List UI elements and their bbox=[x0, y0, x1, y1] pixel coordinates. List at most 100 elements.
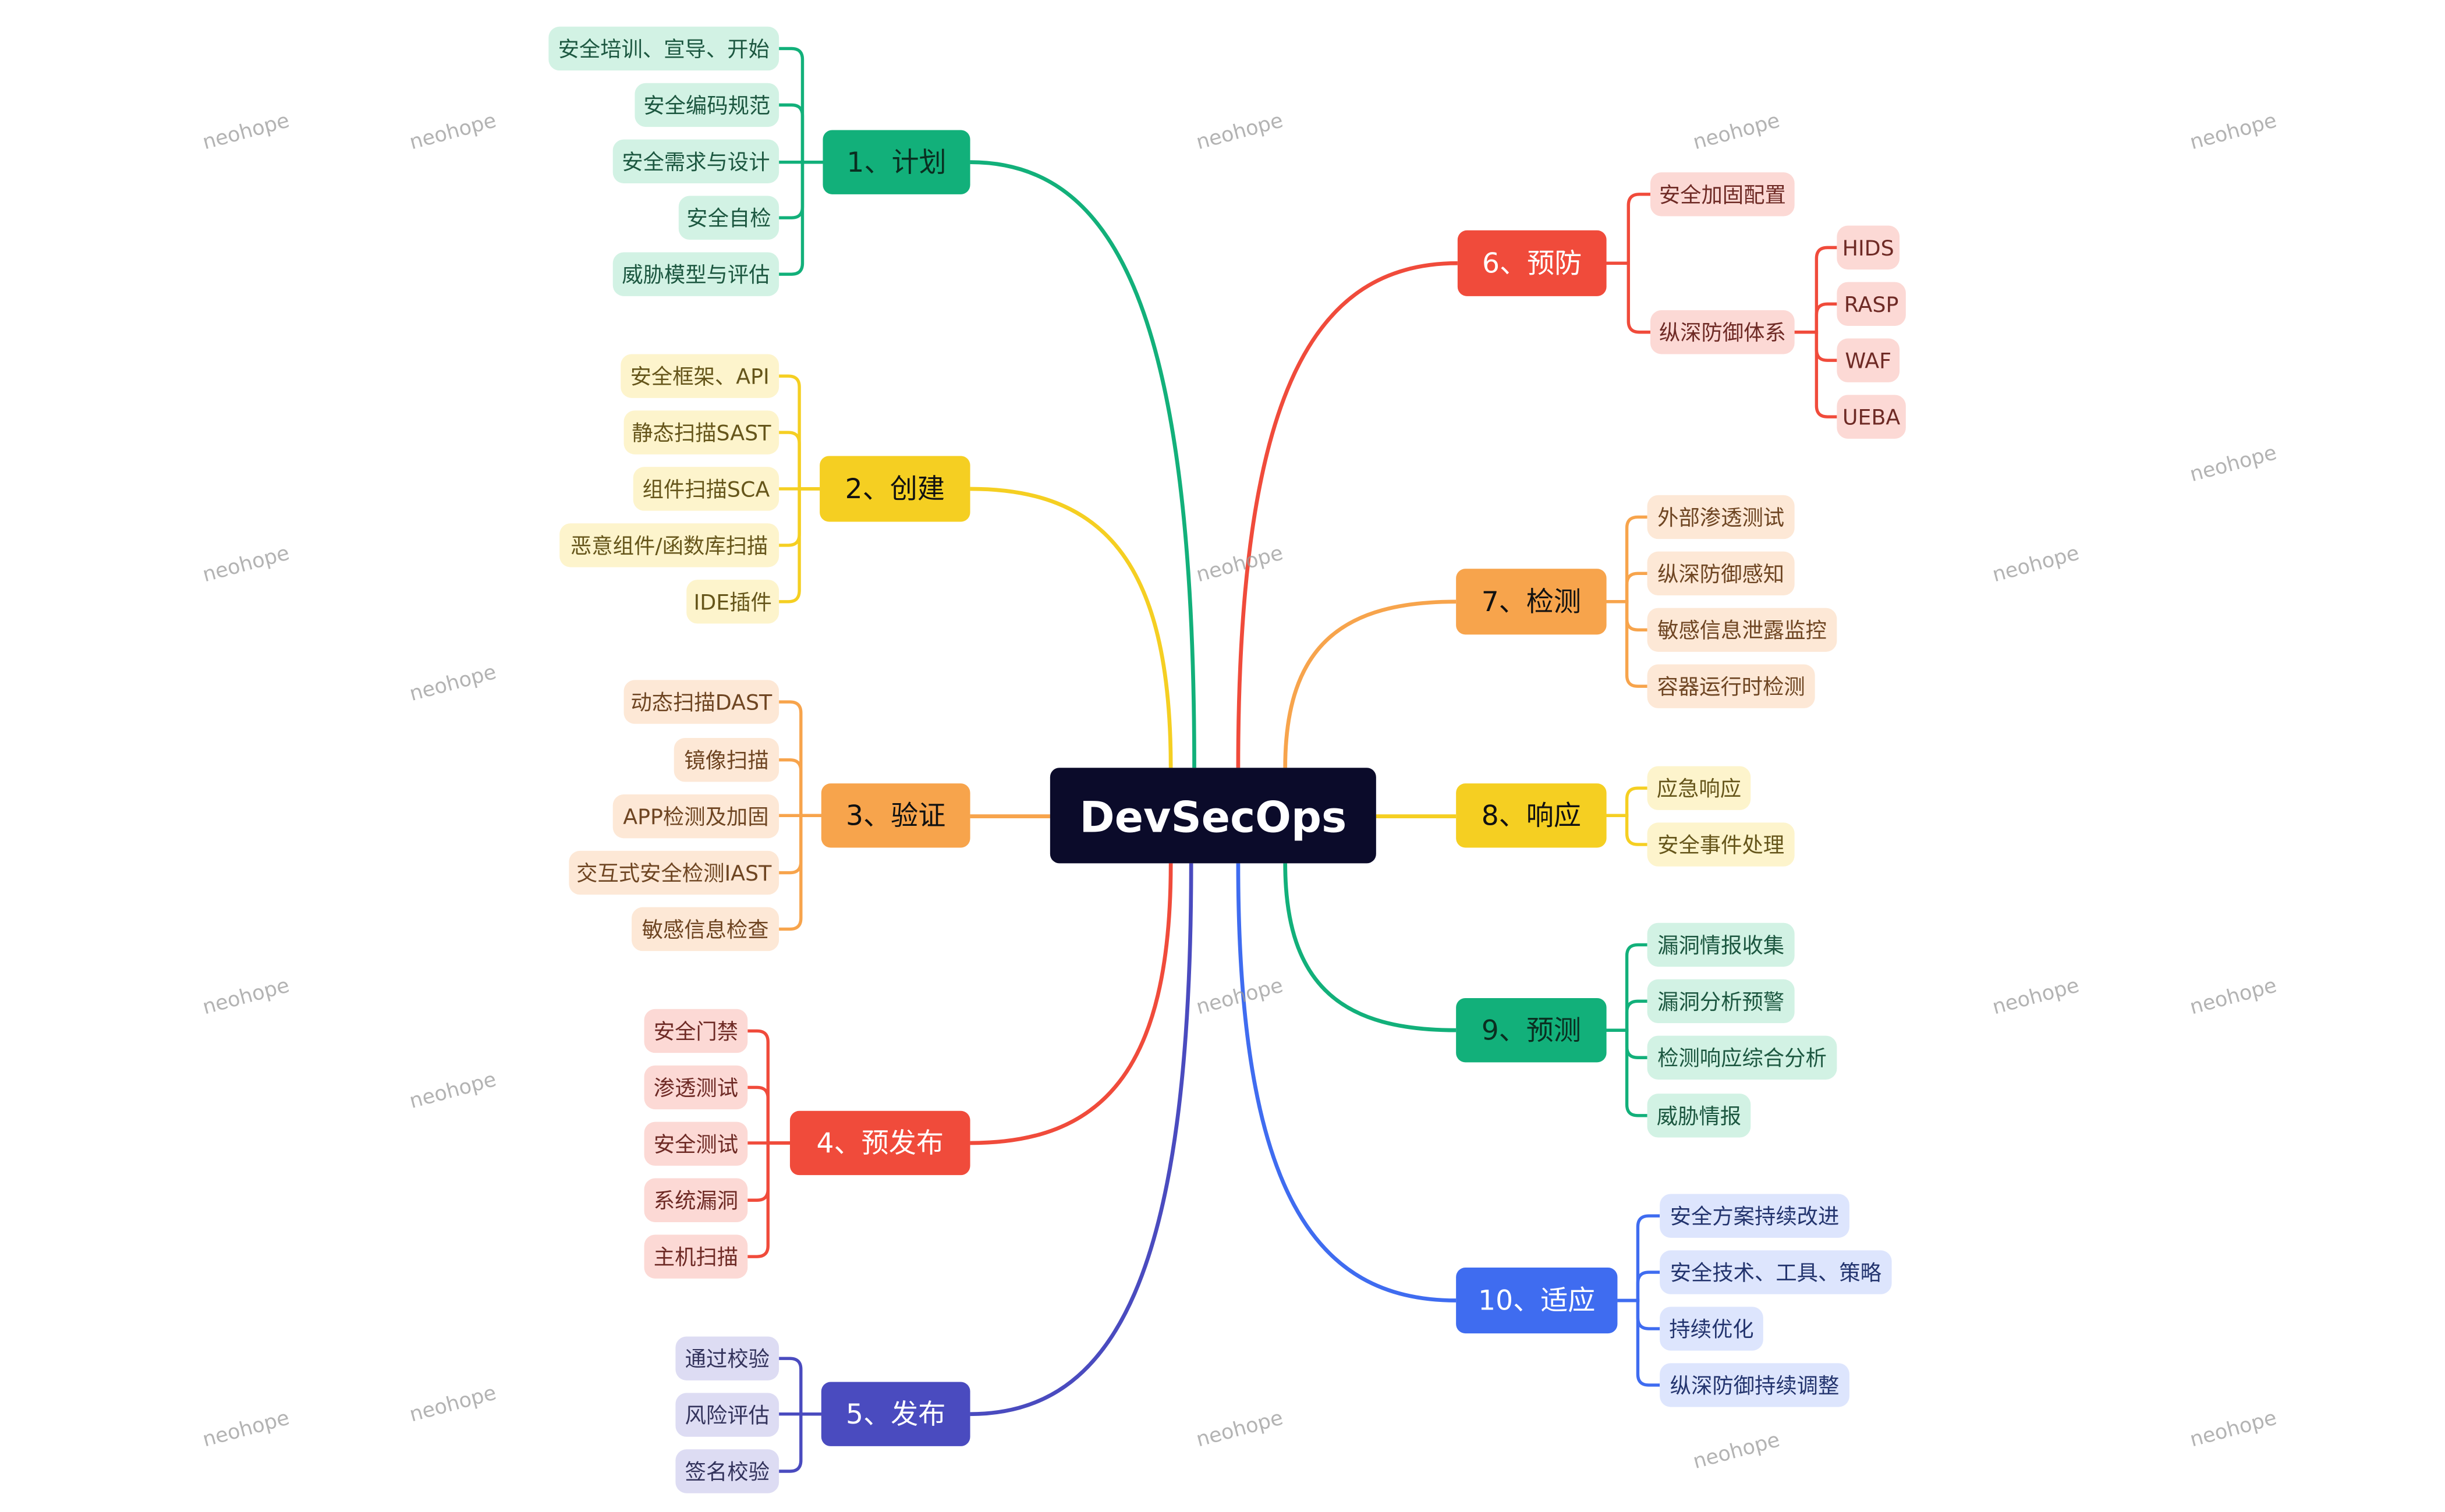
child-node[interactable]: APP检测及加固 bbox=[612, 794, 779, 839]
branch-node-7[interactable]: 7、检测 bbox=[1456, 569, 1607, 635]
node-label: 持续优化 bbox=[1669, 1316, 1753, 1341]
branch-node-5[interactable]: 5、发布 bbox=[821, 1382, 970, 1446]
node-background bbox=[1647, 495, 1795, 540]
child-node[interactable]: 漏洞分析预警 bbox=[1647, 979, 1795, 1024]
node-background bbox=[612, 139, 779, 183]
child-node[interactable]: 安全技术、工具、策略 bbox=[1660, 1250, 1892, 1294]
node-label: 主机扫描 bbox=[654, 1245, 738, 1270]
child-node[interactable]: 敏感信息泄露监控 bbox=[1647, 608, 1837, 652]
child-node[interactable]: 纵深防御持续调整 bbox=[1660, 1363, 1849, 1407]
connectors bbox=[747, 47, 1837, 1473]
node-label: 安全门禁 bbox=[654, 1019, 738, 1044]
nodes: DevSecOps 1、计划 安全培训、宣导、开始安全编码规范安全需求与设计安全自检… bbox=[548, 26, 1906, 1493]
branch-background bbox=[1457, 230, 1607, 296]
node-label: 安全框架、API bbox=[630, 364, 770, 389]
connector-line bbox=[1617, 1270, 1660, 1302]
grandchild-node[interactable]: WAF bbox=[1837, 338, 1900, 382]
branch-curve bbox=[970, 863, 1193, 1417]
branch-background bbox=[1456, 998, 1607, 1063]
child-node[interactable]: 应急响应 bbox=[1647, 766, 1751, 810]
node-background bbox=[1837, 395, 1906, 439]
child-node[interactable]: 外部渗透测试 bbox=[1647, 495, 1795, 540]
branch-curve bbox=[970, 487, 1173, 768]
child-node[interactable]: 安全框架、API bbox=[621, 354, 779, 398]
branch-node-3[interactable]: 3、验证 bbox=[821, 783, 970, 848]
connector-line bbox=[1606, 814, 1647, 846]
child-node[interactable]: 系统漏洞 bbox=[644, 1178, 748, 1222]
child-node[interactable]: 纵深防御体系 bbox=[1650, 310, 1795, 354]
branch-node-8[interactable]: 8、响应 bbox=[1456, 783, 1607, 848]
branch-curve bbox=[1283, 599, 1457, 768]
child-node[interactable]: 静态扫描SAST bbox=[623, 410, 779, 455]
root-node[interactable]: DevSecOps bbox=[1050, 768, 1376, 864]
child-node[interactable]: 组件扫描SCA bbox=[633, 467, 779, 511]
root-label: DevSecOps bbox=[1079, 794, 1346, 843]
branch-curve bbox=[1236, 863, 1457, 1302]
connector-line bbox=[1606, 786, 1647, 817]
node-label: 漏洞情报收集 bbox=[1657, 933, 1784, 958]
connector-line bbox=[779, 487, 820, 604]
connector-line bbox=[779, 431, 820, 491]
branch-node-10[interactable]: 10、适应 bbox=[1456, 1268, 1618, 1334]
grandchild-node[interactable]: RASP bbox=[1837, 282, 1906, 326]
child-node[interactable]: 威胁模型与评估 bbox=[612, 252, 779, 296]
node-background bbox=[1660, 1194, 1849, 1238]
branch-label: 1、计划 bbox=[846, 147, 946, 179]
connector-line bbox=[1606, 261, 1650, 334]
branch-background bbox=[1456, 1268, 1618, 1334]
child-node[interactable]: 纵深防御感知 bbox=[1647, 551, 1795, 596]
connector-line bbox=[747, 1029, 790, 1145]
branch-node-6[interactable]: 6、预防 bbox=[1457, 230, 1607, 296]
child-node[interactable]: 持续优化 bbox=[1660, 1307, 1763, 1351]
child-node[interactable]: 安全需求与设计 bbox=[612, 139, 779, 183]
node-background bbox=[1837, 282, 1906, 326]
child-node[interactable]: 恶意组件/函数库扫描 bbox=[559, 523, 779, 567]
child-node[interactable]: 威胁情报 bbox=[1647, 1094, 1751, 1138]
branch-background bbox=[821, 1382, 970, 1446]
node-background bbox=[675, 1449, 779, 1493]
connector-line bbox=[1794, 302, 1837, 334]
child-node[interactable]: 动态扫描DAST bbox=[623, 680, 779, 724]
child-node[interactable]: 安全事件处理 bbox=[1647, 822, 1795, 867]
node-label: 威胁情报 bbox=[1657, 1103, 1741, 1128]
branch-node-2[interactable]: 2、创建 bbox=[820, 456, 970, 522]
watermark-text: neohope bbox=[1194, 974, 1286, 1019]
node-background bbox=[1837, 225, 1900, 270]
child-node[interactable]: 交互式安全检测IAST bbox=[569, 850, 779, 895]
node-background bbox=[675, 1336, 779, 1380]
child-node[interactable]: 安全门禁 bbox=[644, 1009, 748, 1053]
child-node[interactable]: 安全测试 bbox=[644, 1121, 748, 1166]
child-node[interactable]: 渗透测试 bbox=[644, 1065, 748, 1110]
child-node[interactable]: 安全编码规范 bbox=[635, 83, 779, 127]
child-node[interactable]: 容器运行时检测 bbox=[1647, 664, 1815, 708]
grandchild-node[interactable]: HIDS bbox=[1837, 225, 1900, 270]
child-node[interactable]: 风险评估 bbox=[675, 1393, 779, 1437]
child-node[interactable]: 漏洞情报收集 bbox=[1647, 922, 1795, 967]
child-node[interactable]: 敏感信息检查 bbox=[632, 907, 779, 952]
child-node[interactable]: 安全培训、宣导、开始 bbox=[548, 26, 779, 71]
branch-node-1[interactable]: 1、计划 bbox=[823, 130, 970, 194]
child-node[interactable]: 安全加固配置 bbox=[1650, 172, 1795, 216]
watermark-text: neohope bbox=[1691, 109, 1783, 154]
root-background bbox=[1050, 768, 1376, 864]
child-node[interactable]: 安全自检 bbox=[678, 196, 779, 240]
child-node[interactable]: IDE插件 bbox=[686, 580, 779, 624]
branch-curve bbox=[970, 863, 1173, 1145]
connector-line bbox=[779, 374, 820, 491]
branch-node-4[interactable]: 4、预发布 bbox=[789, 1110, 970, 1176]
child-node[interactable]: 通过校验 bbox=[675, 1336, 779, 1380]
node-label: 威胁模型与评估 bbox=[622, 262, 770, 288]
node-label: 安全技术、工具、策略 bbox=[1670, 1261, 1881, 1286]
child-node[interactable]: 检测响应综合分析 bbox=[1647, 1035, 1837, 1080]
node-background bbox=[1647, 1094, 1751, 1138]
child-node[interactable]: 安全方案持续改进 bbox=[1660, 1194, 1849, 1238]
branch-node-9[interactable]: 9、预测 bbox=[1456, 998, 1607, 1063]
grandchild-node[interactable]: UEBA bbox=[1837, 395, 1906, 439]
watermark-text: neohope bbox=[2188, 974, 2280, 1019]
child-node[interactable]: 签名校验 bbox=[675, 1449, 779, 1493]
branch-background bbox=[823, 130, 970, 194]
child-node[interactable]: 镜像扫描 bbox=[674, 738, 779, 782]
child-node[interactable]: 主机扫描 bbox=[644, 1234, 748, 1279]
node-label: 静态扫描SAST bbox=[632, 421, 771, 446]
